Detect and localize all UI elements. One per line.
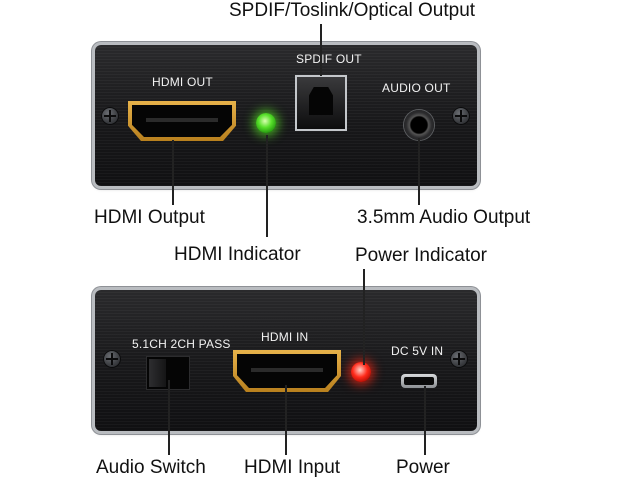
dc-in-label: DC 5V IN <box>391 344 444 358</box>
callout-hdmi-indicator: HDMI Indicator <box>174 244 301 265</box>
leader-line <box>168 380 170 455</box>
audio-out-jack <box>404 110 434 140</box>
optical-port <box>295 75 347 131</box>
screw-icon <box>450 350 468 368</box>
callout-power-indicator: Power Indicator <box>355 245 488 266</box>
hdmi-in-label: HDMI IN <box>261 330 309 344</box>
callout-audio-output: 3.5mm Audio Output <box>357 207 531 228</box>
output-panel: HDMI OUT SPDIF OUT AUDIO OUT <box>95 45 477 186</box>
leader-line <box>266 135 268 237</box>
spdif-out-label: SPDIF OUT <box>296 52 362 66</box>
leader-line <box>172 140 174 205</box>
input-panel: 5.1CH 2CH PASS HDMI IN DC 5V IN <box>95 290 477 431</box>
dc-power-port <box>401 374 437 388</box>
screw-icon <box>103 350 121 368</box>
audio-out-label: AUDIO OUT <box>382 81 451 95</box>
screw-icon <box>101 107 119 125</box>
callout-audio-switch: Audio Switch <box>96 457 206 478</box>
screw-icon <box>452 107 470 125</box>
callout-hdmi-output: HDMI Output <box>94 207 205 228</box>
callout-spdif: SPDIF/Toslink/Optical Output <box>229 0 476 21</box>
hdmi-out-label: HDMI OUT <box>152 75 213 89</box>
leader-line <box>320 24 322 76</box>
power-indicator-led <box>351 362 371 382</box>
callout-hdmi-input: HDMI Input <box>244 457 341 478</box>
leader-line <box>285 385 287 455</box>
hdmi-in-port <box>233 350 341 392</box>
callout-power: Power <box>396 457 450 478</box>
hdmi-indicator-led <box>256 113 276 133</box>
leader-line <box>363 269 365 365</box>
leader-line <box>424 386 426 455</box>
switch-label: 5.1CH 2CH PASS <box>132 337 231 351</box>
leader-line <box>418 138 420 205</box>
hdmi-out-port <box>128 101 236 141</box>
